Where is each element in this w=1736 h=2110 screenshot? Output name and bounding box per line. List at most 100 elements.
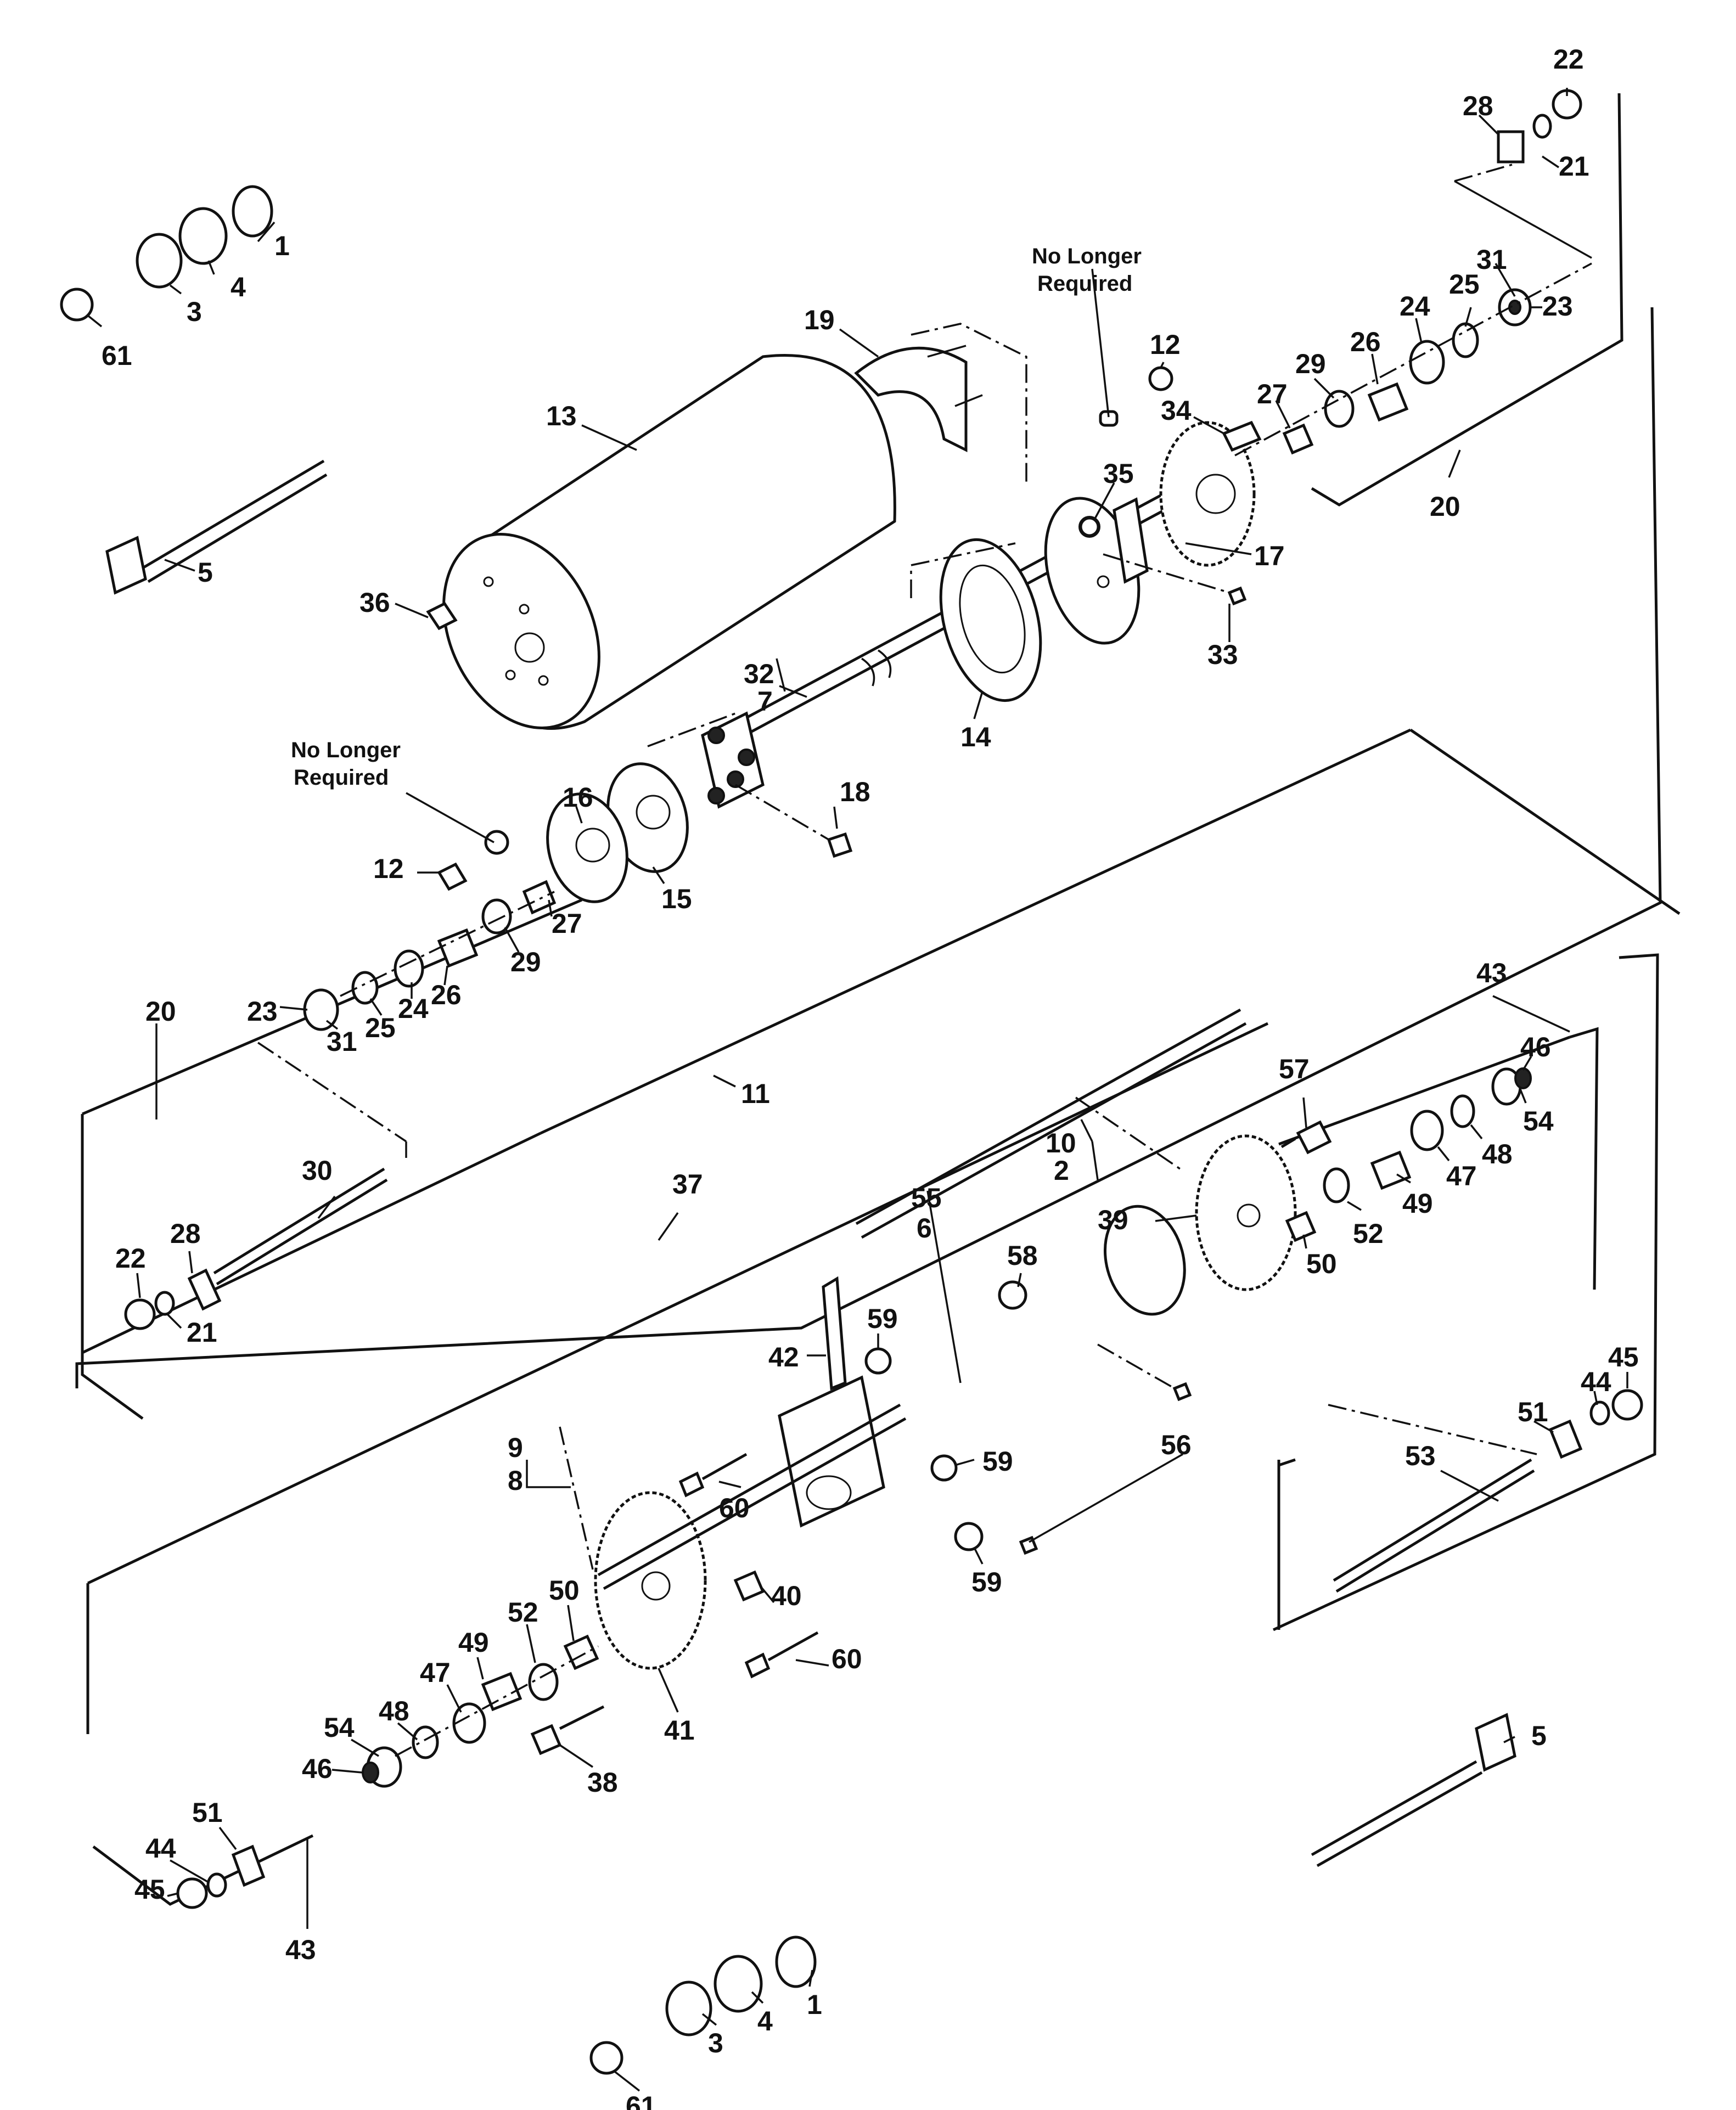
callout-61: 61 [102,340,132,371]
callout-24: 24 [398,993,429,1024]
bearing-24-mid [394,949,424,988]
note-top-line2: Required [1037,272,1132,296]
callout-37: 37 [672,1169,703,1200]
callout-1: 1 [807,1989,822,2020]
middle-hardware [124,711,853,1330]
callout-35: 35 [1103,458,1134,489]
washer-48-top [1450,1094,1475,1128]
callout-27: 27 [552,908,582,939]
callout-21: 21 [187,1317,217,1348]
callout-55: 55 [911,1183,942,1213]
callout-6: 6 [917,1213,932,1244]
callout-44: 44 [145,1833,176,1864]
bearing-49-top [1370,1150,1412,1190]
screw-33 [1227,586,1247,606]
callout-59: 59 [867,1303,898,1334]
bearing-26-top [1367,382,1409,422]
callout-3: 3 [708,2028,723,2058]
nut-59-a [864,1347,892,1375]
callout-45: 45 [134,1874,165,1905]
callout-16: 16 [563,782,593,813]
shaft-55-6 [855,1008,1241,1225]
callout-11: 11 [741,1078,770,1109]
washer-29-top [1324,390,1355,428]
nut-45-right [1611,1389,1643,1421]
note-mid-line2: Required [294,766,389,790]
washer-21-top [1532,114,1552,139]
callout-36: 36 [359,587,390,618]
washer-52-top [1323,1167,1350,1203]
plate-28-top [1497,130,1525,164]
callout-21: 21 [1559,151,1589,182]
bushing-40 [733,1570,765,1602]
spacer-50-low [563,1634,599,1670]
nut-58 [998,1280,1027,1310]
sprocket-flange-lower [778,1375,885,1528]
washer-4-low [713,1955,763,2013]
rod-5-top [142,459,325,570]
callout-31: 31 [1476,244,1507,275]
callout-2: 2 [1054,1155,1069,1186]
callout-20: 20 [1430,491,1460,522]
note-mid-line1: No Longer [291,738,401,762]
callout-52: 52 [1353,1218,1384,1249]
bushing-1-top [232,185,273,238]
callout-44: 44 [1581,1366,1611,1397]
callout-25: 25 [1449,269,1480,300]
callout-23: 23 [247,996,278,1027]
callout-28: 28 [1463,91,1493,121]
callout-42: 42 [768,1342,799,1372]
callout-10: 10 [1046,1128,1076,1158]
callout-47: 47 [420,1657,451,1688]
nut-45-low [176,1877,208,1909]
bearing-24-top [1409,340,1445,385]
spacer-50-top [1285,1211,1317,1242]
callout-12: 12 [1150,329,1181,360]
callout-59: 59 [971,1567,1002,1597]
callout-50: 50 [549,1575,580,1606]
callout-33: 33 [1207,639,1238,670]
shaft-53 [1333,1458,1532,1582]
chain-9-8 [559,1426,594,1570]
callout-60: 60 [719,1493,750,1523]
callout-43: 43 [1476,958,1507,988]
callout-4: 4 [757,2006,773,2036]
callout-48: 48 [1482,1139,1513,1169]
callout-8: 8 [508,1465,523,1496]
callout-51: 51 [192,1797,223,1828]
nut-12-mid [437,862,468,891]
spacer-27-mid [522,880,557,915]
bearing-47-low [452,1702,486,1744]
nut-46-top [1514,1067,1532,1089]
washer-44-right [1589,1400,1610,1426]
bushing-mid-a [484,830,509,855]
callout-46: 46 [1520,1032,1551,1062]
washer-29-mid [481,898,512,935]
assembly-outlines [75,93,1681,1906]
note-top-line1: No Longer [1032,244,1142,268]
drum-roller-assembly [426,89,1592,751]
callout-38: 38 [587,1767,618,1798]
plate-28-mid [187,1268,222,1311]
callout-29: 29 [1295,348,1326,379]
nut-61-top [60,288,94,322]
washer-48-low [412,1725,439,1759]
callout-27: 27 [1257,379,1288,409]
nut-59-b [930,1454,958,1482]
bolt-38 [530,1724,562,1755]
callout-22: 22 [1553,44,1584,75]
leader-lines [87,88,1628,2092]
nut-46-low [362,1762,379,1783]
washer-44-low [206,1872,227,1898]
callout-17: 17 [1254,541,1285,571]
callout-25: 25 [365,1012,396,1043]
callout-60: 60 [832,1644,862,1674]
bearing-49-low [481,1672,523,1712]
callout-57: 57 [1279,1054,1310,1084]
callout-59: 59 [982,1446,1013,1477]
callout-28: 28 [170,1218,201,1249]
nut-22-mid [124,1298,156,1330]
callout-14: 14 [960,722,991,752]
nut-35 [1079,516,1100,537]
